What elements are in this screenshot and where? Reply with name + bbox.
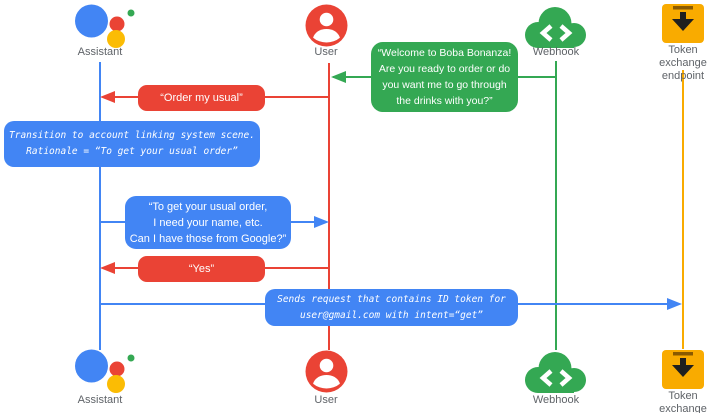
actor-label: Token exchange endpoint [659, 390, 707, 413]
google-assistant-icon [75, 4, 135, 48]
actor-user-bottom [305, 350, 348, 393]
webhook-cloud-icon [525, 352, 586, 393]
actor-label: User [314, 46, 338, 58]
arrowhead [667, 298, 682, 310]
arrowhead [314, 216, 329, 228]
ask-info-bubble: “To get your usual order, I need your na… [125, 196, 291, 249]
actor-assistant-top [74, 4, 136, 50]
welcome-message-bubble: “Welcome to Boba Bonanza! Are you ready … [371, 42, 518, 112]
actor-token-endpoint-bottom [661, 348, 705, 390]
actor-webhook-bottom [524, 351, 588, 393]
user-icon [305, 4, 348, 47]
assistant-lifeline [99, 62, 101, 350]
actor-label: Webhook [532, 46, 580, 58]
actor-label: User [314, 394, 338, 406]
actor-label: Assistant [77, 394, 123, 406]
transition-note: Transition to account linking system sce… [4, 121, 260, 167]
actor-assistant-bottom [74, 349, 136, 395]
token-endpoint-icon [662, 4, 704, 43]
token-endpoint-lifeline [682, 70, 684, 349]
user-icon [305, 350, 348, 393]
send-request-note: Sends request that contains ID token for… [265, 289, 518, 326]
webhook-lifeline [555, 61, 557, 350]
actor-label: Token exchange endpoint [659, 44, 707, 82]
token-endpoint-icon [662, 350, 704, 389]
actor-user-top [305, 4, 348, 47]
yes-message-bubble: “Yes” [138, 256, 265, 282]
actor-webhook-top [524, 6, 588, 48]
order-message-bubble: “Order my usual” [138, 85, 265, 111]
arrowhead [331, 71, 346, 83]
actor-token-endpoint-top [661, 2, 705, 44]
actor-label: Webhook [532, 394, 580, 406]
arrowhead [100, 91, 115, 103]
google-assistant-icon [75, 349, 135, 393]
actor-label: Assistant [77, 46, 123, 58]
arrowhead [100, 262, 115, 274]
user-lifeline [328, 63, 330, 350]
webhook-cloud-icon [525, 7, 586, 48]
